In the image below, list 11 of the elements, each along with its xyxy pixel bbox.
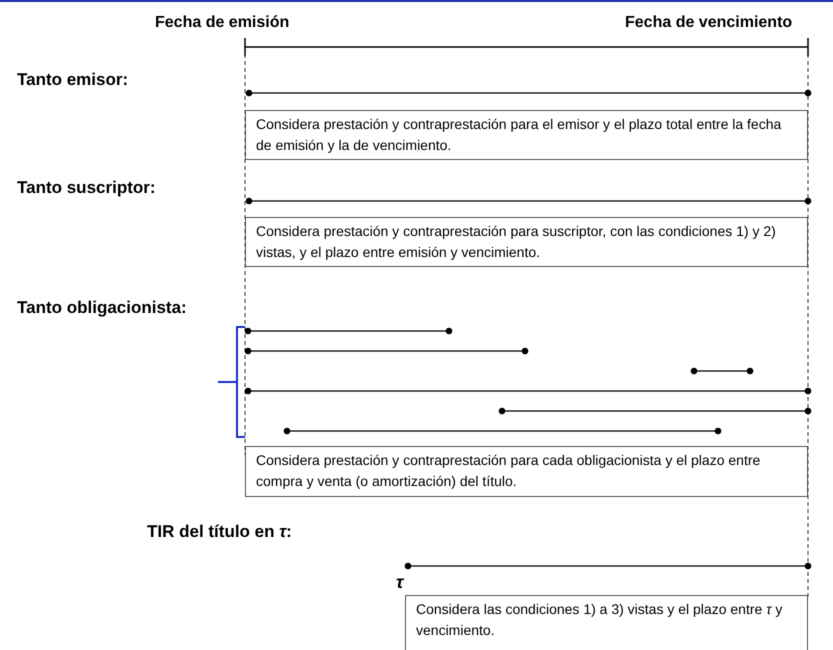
description-box: Considera prestación y contraprestación para suscriptor, con las condiciones 1) y 2) vistas, y el plazo entre emisión y vencimiento. — [245, 217, 808, 267]
section-heading: Tanto obligacionista: — [17, 298, 187, 318]
date-label: Fecha de emisión — [155, 14, 290, 32]
description-box: Considera prestación y contraprestación para cada obligacionista y el plazo entre compra y venta (o amortización) del título. — [245, 446, 808, 497]
time-marker-label: τ — [396, 572, 404, 593]
section-heading: TIR del título en τ: — [147, 522, 292, 542]
date-label: Fecha de vencimiento — [625, 14, 792, 32]
description-box: Considera las condiciones 1) a 3) vistas y el plazo entre τ y vencimiento. — [405, 595, 808, 650]
section-heading: Tanto emisor: — [17, 70, 128, 90]
description-box: Considera prestación y contraprestación para el emisor y el plazo total entre la fecha de emisión y la de vencimiento. — [245, 110, 808, 160]
section-heading: Tanto suscriptor: — [17, 178, 156, 198]
